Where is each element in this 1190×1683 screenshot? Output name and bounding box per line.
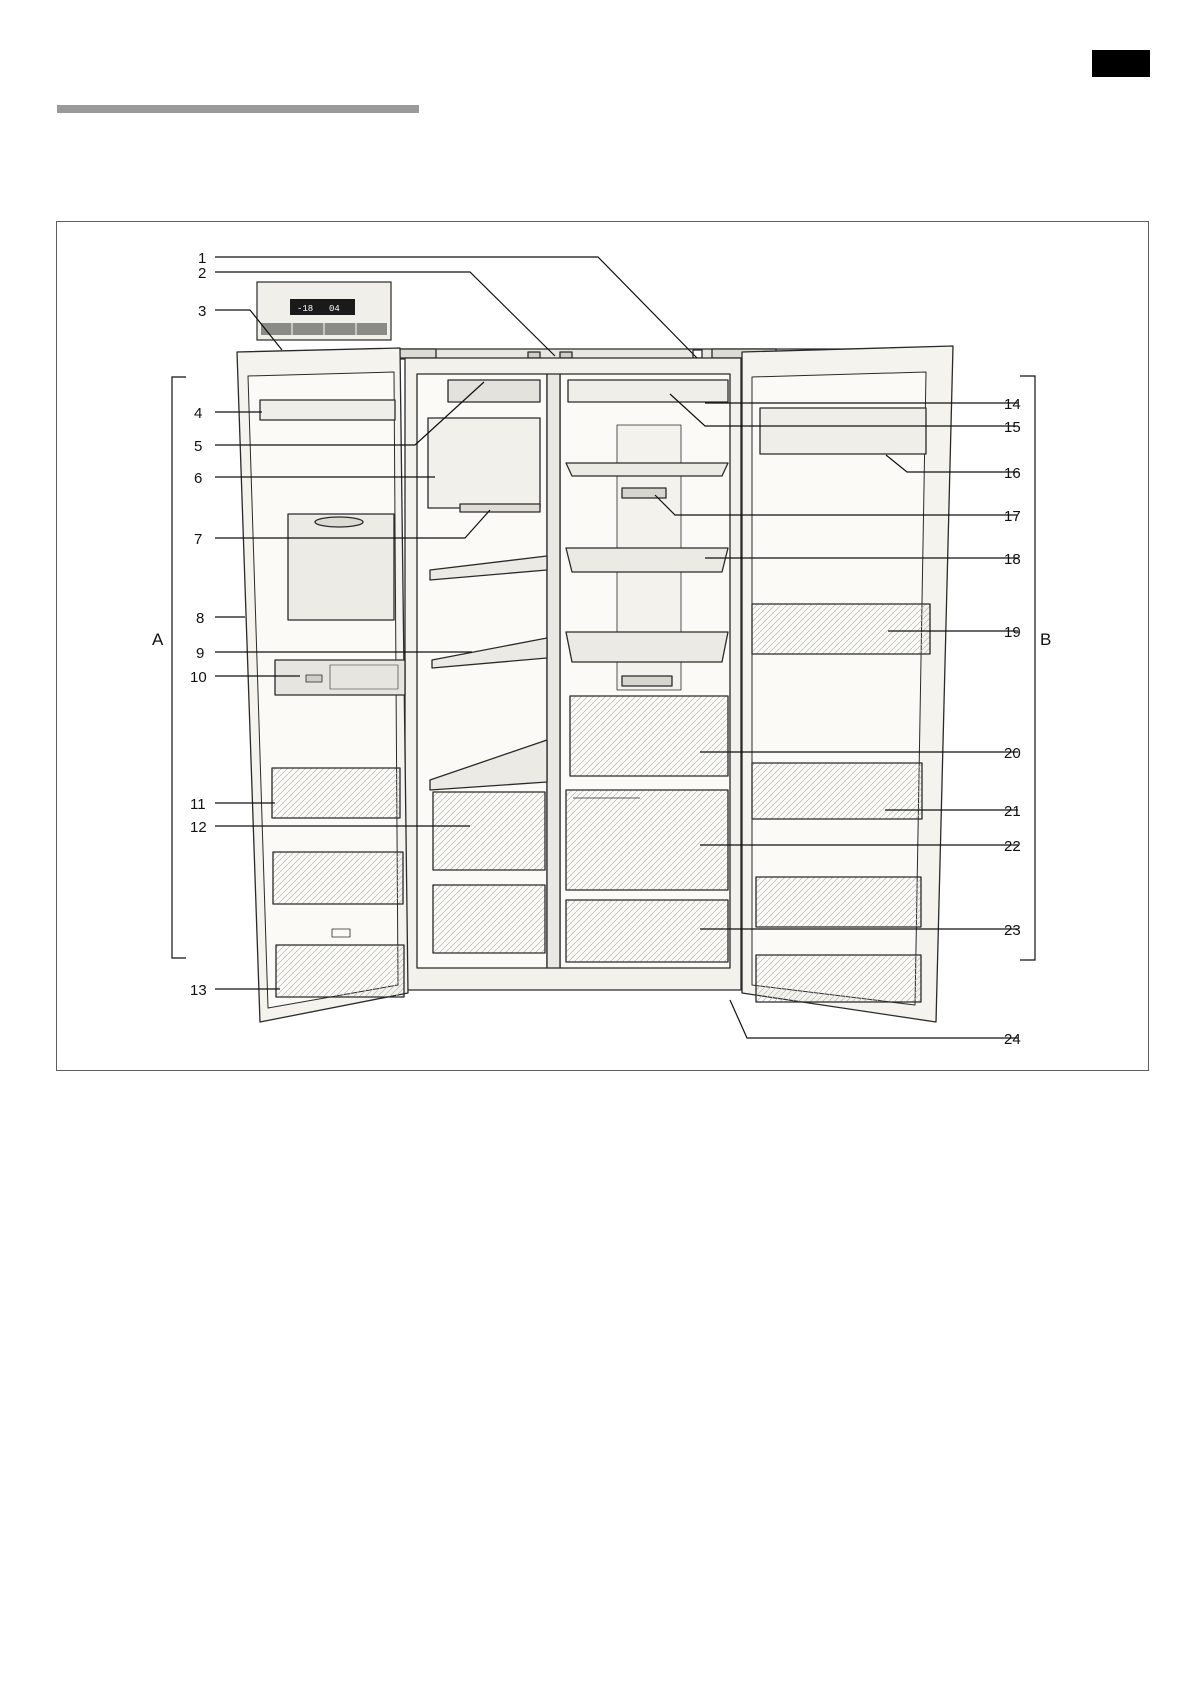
display-right-value: 04 [329, 304, 340, 314]
display-left-value: -18 [297, 304, 313, 314]
door-switch-right [559, 351, 573, 359]
callout-23: 23 [1004, 922, 1021, 939]
callout-9: 9 [196, 645, 204, 662]
freezer-shelf-1 [429, 555, 548, 581]
callout-5: 5 [194, 438, 202, 455]
dispenser-recess [287, 513, 395, 621]
callout-13: 13 [190, 982, 207, 999]
freezer-shelf-3 [429, 739, 548, 791]
callout-10: 10 [190, 669, 207, 686]
zone-label-b: B [1040, 630, 1051, 649]
freezer-drawer-lower [432, 884, 546, 954]
callout-4: 4 [194, 405, 202, 422]
refrigerator-shelf-2 [565, 547, 729, 573]
door-switch-left [527, 351, 541, 359]
callout-7: 7 [194, 531, 202, 548]
chiller-drawer [569, 695, 729, 777]
dispenser-outlet [314, 516, 364, 528]
freezer-shelf-2 [431, 637, 548, 669]
callout-17: 17 [1004, 508, 1021, 525]
figure-frame [56, 221, 1149, 1071]
callout-24: 24 [1004, 1031, 1021, 1048]
language-tab [1092, 50, 1150, 77]
dispenser-panel-button [305, 674, 323, 683]
callout-1: 1 [198, 250, 206, 267]
refrigerator-door-bin-3 [755, 876, 922, 928]
shelf-clip-1 [621, 487, 667, 499]
callout-14: 14 [1004, 396, 1021, 413]
zone-label-a: A [152, 630, 164, 649]
freezer-door-bin-3 [275, 944, 405, 998]
crisper-drawer-upper [565, 789, 729, 891]
callout-16: 16 [1004, 465, 1021, 482]
callout-15: 15 [1004, 419, 1021, 436]
freezer-door-bin-2 [272, 851, 404, 905]
callout-20: 20 [1004, 745, 1021, 762]
zone-a-bracket [171, 376, 186, 959]
ice-maker-top [447, 379, 541, 403]
callout-22: 22 [1004, 838, 1021, 855]
compartment-divider [546, 373, 561, 969]
fridge-freezer-icon [236, 345, 954, 1023]
freezer-door-top-shelf [259, 399, 396, 421]
leader-lines [215, 256, 1018, 1039]
section-title-rule [57, 105, 419, 113]
freezer-door-bin-badge [331, 928, 351, 938]
callout-6: 6 [194, 470, 202, 487]
refrigerator-door-bin-4 [755, 954, 922, 1003]
callout-12: 12 [190, 819, 207, 836]
interior-light-cover [567, 379, 729, 403]
callout-18: 18 [1004, 551, 1021, 568]
refrigerator-door-bin-1 [751, 603, 931, 655]
ice-storage-container [427, 417, 541, 509]
shelf-clip-2 [621, 675, 673, 687]
refrigerator-door-bin-2 [751, 762, 923, 820]
door-sensor-marker [692, 349, 703, 359]
control-panel: -18 04 [256, 281, 392, 341]
dairy-compartment [759, 407, 927, 455]
callout-2: 2 [198, 265, 206, 282]
ice-container-rail [459, 503, 541, 513]
freezer-door-bin-1 [271, 767, 401, 819]
dispenser-panel-symbols [329, 664, 399, 690]
zone-b-bracket [1020, 375, 1036, 961]
crisper-drawer-lower [565, 899, 729, 963]
refrigerator-shelf-1 [565, 462, 729, 477]
callout-8: 8 [196, 610, 204, 627]
freezer-drawer-upper [432, 791, 546, 871]
callout-numbers: 1 2 3 4 5 6 7 8 9 10 11 12 13 14 15 16 1… [190, 250, 1021, 1048]
control-panel-display [290, 299, 355, 315]
callout-3: 3 [198, 303, 206, 320]
callout-19: 19 [1004, 624, 1021, 641]
callout-21: 21 [1004, 803, 1021, 820]
refrigerator-shelf-3 [565, 631, 729, 663]
callout-11: 11 [190, 796, 206, 813]
